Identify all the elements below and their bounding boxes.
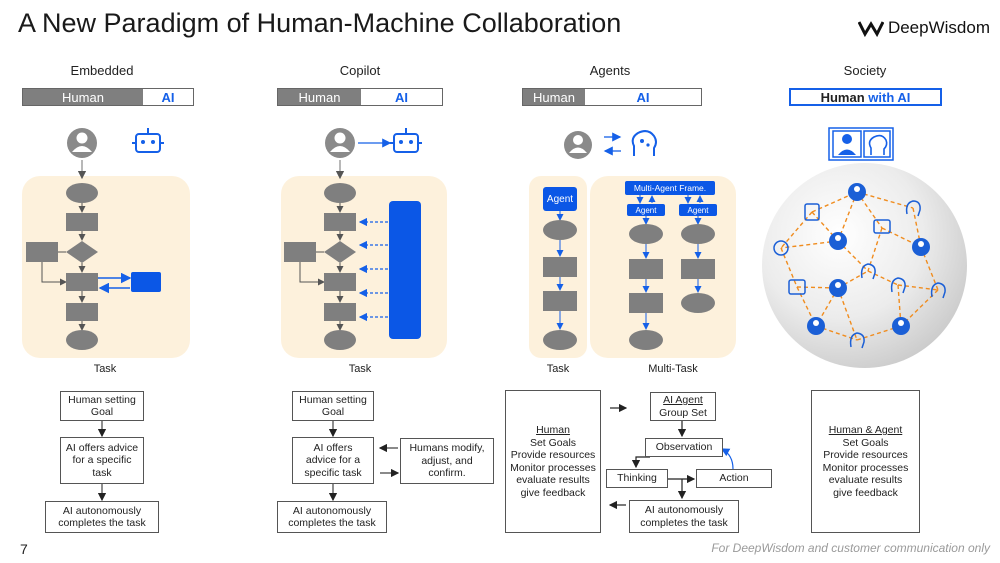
society-box-title: Human & Agent <box>828 424 903 436</box>
embedded-role-bar: Human AI <box>22 88 194 106</box>
human-line: Monitor processes <box>510 461 596 474</box>
footer-note: For DeepWisdom and customer communicatio… <box>711 541 990 555</box>
multi-agent-frame-label: Multi-Agent Frame. <box>633 183 707 193</box>
person-icon <box>67 128 97 158</box>
embedded-task-panel <box>22 176 190 358</box>
copilot-step-3: AI autonomously completes the task <box>277 501 387 533</box>
copilot-step-arrows <box>328 420 400 502</box>
deepwisdom-logo-icon <box>857 21 884 37</box>
bar-human-label: Human <box>820 89 865 105</box>
agents-human-title: Human <box>536 424 570 436</box>
society-network <box>773 183 946 349</box>
person-icon <box>325 128 355 158</box>
bar-human-segment: Human <box>278 89 361 105</box>
action-box: Action <box>696 469 772 488</box>
copilot-flowchart <box>284 183 421 350</box>
embedded-flowchart <box>26 183 161 350</box>
human-line: evaluate results <box>516 474 590 486</box>
human-line: Set Goals <box>529 436 577 449</box>
embedded-task-label: Task <box>93 363 117 375</box>
society-line: Provide resources <box>823 449 908 461</box>
brand-logo: DeepWisdom <box>857 18 990 38</box>
heading-society: Society <box>843 63 887 78</box>
copilot-role-bar: Human AI <box>277 88 443 106</box>
heading-embedded: Embedded <box>70 63 134 78</box>
society-line: Monitor processes <box>822 461 909 474</box>
multi-agent-box-label: Agent <box>635 205 657 215</box>
robot-icon <box>390 128 422 153</box>
agents-multitask-label: Multi-Task <box>648 363 698 375</box>
agents-task-label: Task <box>546 363 570 375</box>
copilot-step-1: Human setting Goal <box>292 391 374 421</box>
page-number: 7 <box>20 541 28 557</box>
page-title: A New Paradigm of Human-Machine Collabor… <box>18 8 622 38</box>
agents-loop-arrows <box>608 403 734 510</box>
robot-icon <box>132 128 164 153</box>
ai-agent-sub: Group Set <box>659 406 707 419</box>
society-human-agent-box: Human & Agent Set Goals Provide resource… <box>811 390 920 533</box>
person-icon <box>564 131 592 159</box>
society-line: evaluate results <box>828 474 903 486</box>
society-role-bar: Human with AI <box>789 88 942 106</box>
bar-ai-segment: AI <box>143 89 193 105</box>
agents-completes-box: AI autonomously completes the task <box>629 500 739 533</box>
ai-agent-title: AI Agent <box>663 394 703 406</box>
bar-ai-segment: AI <box>585 89 701 105</box>
bar-with-ai-label: with AI <box>868 89 911 105</box>
agents-human-box: Human Set Goals Provide resources Monito… <box>505 390 601 533</box>
multi-agent-box-label: Agent <box>687 205 709 215</box>
ai-head-icon <box>631 130 657 156</box>
agents-role-bar: Human AI <box>522 88 702 106</box>
agents-multi-flow <box>625 181 717 350</box>
bar-human-segment: Human <box>523 89 585 105</box>
bar-human-segment: Human <box>23 89 143 105</box>
embedded-step-2: AI offers advice for a specific task <box>60 437 144 484</box>
logo-text: DeepWisdom <box>887 18 990 37</box>
heading-agents: Agents <box>589 63 631 78</box>
thinking-box: Thinking <box>606 469 668 488</box>
society-line: give feedback <box>833 486 898 499</box>
copilot-task-label: Task <box>348 363 372 375</box>
ai-agent-group-box: AI Agent Group Set <box>650 392 716 421</box>
embedded-step-1: Human setting Goal <box>60 391 144 421</box>
human-line: give feedback <box>520 486 586 499</box>
society-line: Set Goals <box>842 436 889 449</box>
embedded-step-3: AI autonomously completes the task <box>45 501 159 533</box>
copilot-step-2: AI offers advice for a specific task <box>292 437 374 484</box>
bar-ai-segment: AI <box>361 89 442 105</box>
human-line: Provide resources <box>510 449 596 461</box>
copilot-side-note: Humans modify, adjust, and confirm. <box>400 438 494 484</box>
agent-box-label: Agent <box>546 193 574 205</box>
agents-single-flow <box>543 187 577 350</box>
heading-copilot: Copilot <box>339 63 381 78</box>
observation-box: Observation <box>645 438 723 457</box>
society-icons <box>828 127 894 161</box>
